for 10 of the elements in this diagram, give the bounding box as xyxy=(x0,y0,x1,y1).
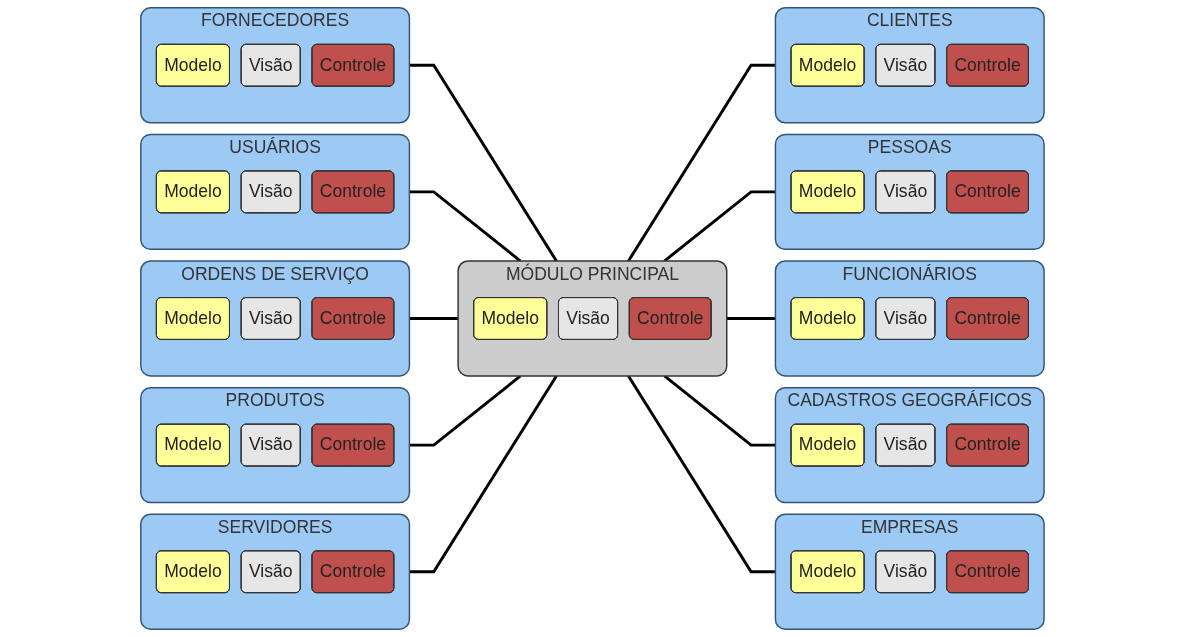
connector xyxy=(409,190,521,263)
connector xyxy=(663,374,775,447)
connector xyxy=(409,374,521,447)
connector xyxy=(409,317,458,320)
connector xyxy=(626,63,775,262)
connector xyxy=(409,375,558,574)
connector xyxy=(726,317,775,320)
connector xyxy=(626,375,775,574)
connector xyxy=(663,190,775,263)
connector xyxy=(409,63,558,262)
